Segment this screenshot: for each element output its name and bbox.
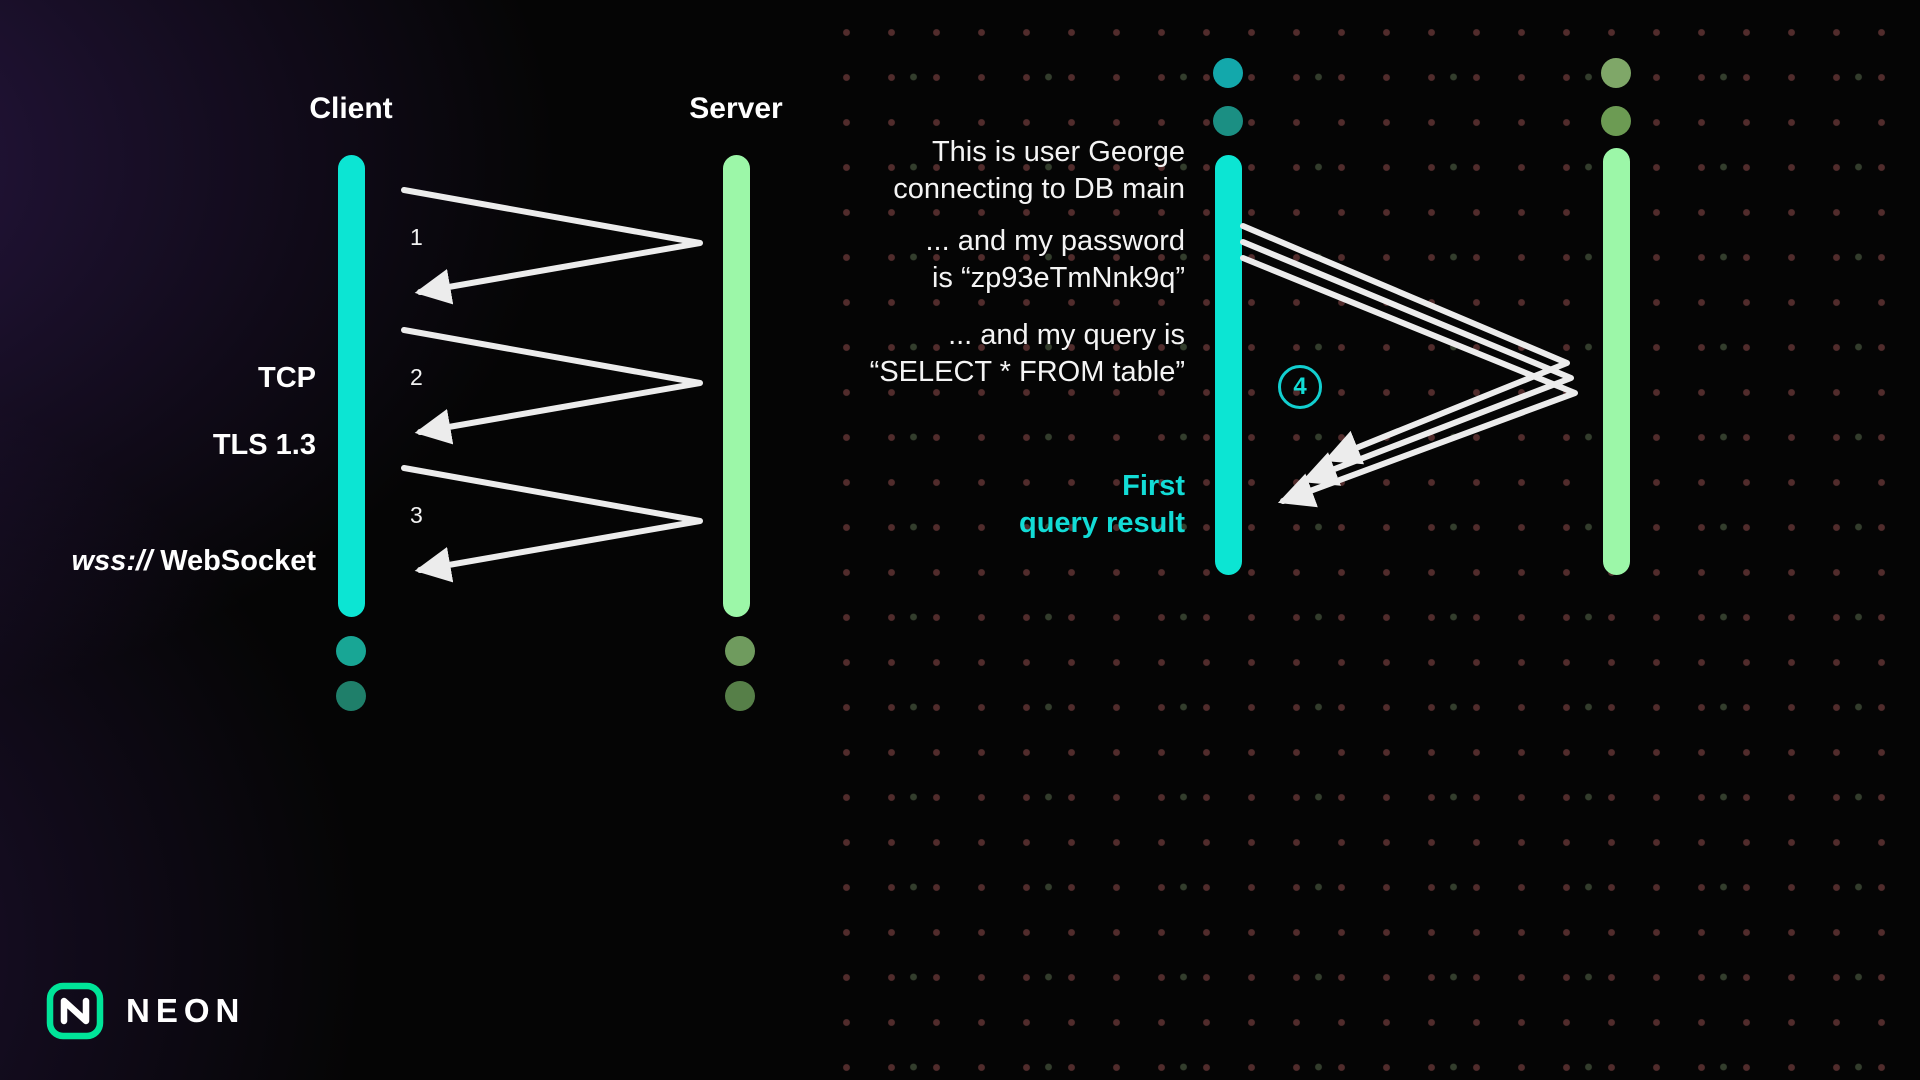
message-query: ... and my query is “SELECT * FROM table… <box>870 317 1185 391</box>
message-line: This is user George <box>931 136 1185 168</box>
handshake-arrow-1 <box>401 187 703 305</box>
websocket-label: WebSocket <box>152 545 316 577</box>
step-badge-4: 4 <box>1278 365 1322 409</box>
message-line: ... and my query is <box>948 319 1185 351</box>
database-continuation-dot-1 <box>1601 58 1631 88</box>
server-continuation-dot-1 <box>725 636 755 666</box>
client-continuation-dot-2 <box>336 681 366 711</box>
proxy-continuation-dot-2 <box>1213 106 1243 136</box>
message-line: ... and my password <box>925 225 1186 257</box>
protocol-label-tcp: TCP <box>258 362 316 394</box>
step-number-3: 3 <box>410 502 423 528</box>
message-line: “SELECT * FROM table” <box>869 356 1185 388</box>
server-lane-label: Server <box>689 92 783 125</box>
client-lane-label: Client <box>309 92 393 125</box>
batched-request-arrow-2 <box>1240 239 1574 486</box>
handshake-arrow-3 <box>401 465 703 583</box>
message-line: connecting to DB main <box>893 173 1185 205</box>
neon-wordmark: NEON <box>126 992 246 1029</box>
batched-request-arrow-1 <box>1240 223 1570 465</box>
client-continuation-dot-1 <box>336 636 366 666</box>
step-number-1: 1 <box>410 224 423 250</box>
message-password: ... and my password is “zp93eTmNnk9q” <box>926 223 1186 297</box>
first-query-result-label: First query result <box>1019 468 1185 542</box>
neon-logo-icon <box>46 982 104 1040</box>
message-line: is “zp93eTmNnk9q” <box>931 262 1185 294</box>
neon-logo: NEON <box>46 982 245 1040</box>
step-number-2: 2 <box>410 364 423 390</box>
protocol-label-tls: TLS 1.3 <box>212 429 316 461</box>
handshake-arrow-2 <box>401 327 703 445</box>
server-lifeline <box>723 155 750 617</box>
proxy-continuation-dot-1 <box>1213 58 1243 88</box>
database-lifeline <box>1603 148 1630 575</box>
result-line: query result <box>1019 507 1185 539</box>
proxy-lifeline <box>1215 155 1242 575</box>
client-lifeline <box>338 155 365 617</box>
protocol-label-websocket: wss:// WebSocket <box>0 545 316 578</box>
message-user-connect: This is user George connecting to DB mai… <box>893 134 1185 208</box>
batched-request-arrow-3 <box>1240 255 1578 508</box>
server-continuation-dot-2 <box>725 681 755 711</box>
wss-scheme-label: wss:// <box>71 545 153 577</box>
database-continuation-dot-2 <box>1601 106 1631 136</box>
result-line: First <box>1122 470 1185 502</box>
